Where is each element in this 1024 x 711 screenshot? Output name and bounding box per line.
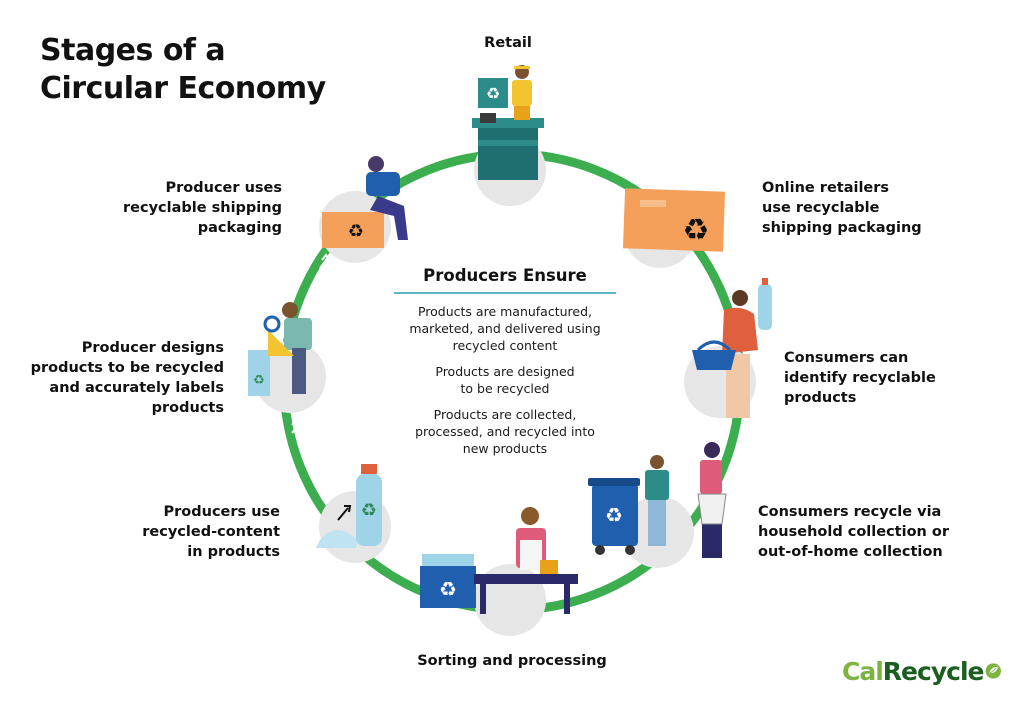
stage-label-online-retailers: Online retailers use recyclable shipping… bbox=[762, 178, 962, 238]
title-line-1: Stages of a bbox=[40, 33, 226, 68]
center-item-line: marketed, and delivered using bbox=[409, 321, 601, 336]
svg-text:♻: ♻ bbox=[486, 84, 500, 103]
stage-label-line: household collection or bbox=[758, 524, 950, 540]
stage-label-line: in products bbox=[187, 544, 280, 560]
center-item-line: Products are collected, bbox=[433, 407, 577, 422]
stage-label-line: Consumers can bbox=[784, 350, 909, 366]
center-item-line: to be recycled bbox=[460, 381, 550, 396]
stage-label-consumers-recycle: Consumers recycle via household collecti… bbox=[758, 502, 988, 562]
recycled-bottle-icon: ♻ bbox=[316, 464, 391, 563]
conveyor-sorting-icon: ♻ bbox=[420, 507, 578, 636]
stage-label-sorting: Sorting and processing bbox=[402, 651, 622, 671]
stage-label-line: packaging bbox=[197, 220, 282, 236]
center-item-line: Products are manufactured, bbox=[417, 304, 593, 319]
stage-label-line: Producers use bbox=[163, 504, 281, 520]
center-item-line: recycled content bbox=[452, 338, 558, 353]
page-title: Stages of a Circular Economy bbox=[40, 32, 370, 108]
logo-text-cal: Cal bbox=[842, 656, 884, 686]
calrecycle-logo: CalRecycle bbox=[842, 650, 1002, 692]
stage-label-consumers-identify: Consumers can identify recyclable produc… bbox=[784, 348, 984, 408]
producers-ensure-item: Products are designed to be recycled bbox=[380, 363, 630, 397]
stage-label-line: products to be recycled bbox=[30, 360, 224, 376]
arrow-bottom-left bbox=[396, 555, 410, 568]
stage-label-line: use recyclable bbox=[762, 200, 880, 216]
stage-label-line: Producer uses bbox=[165, 180, 283, 196]
stage-label-line: recycled-content bbox=[142, 524, 280, 540]
stage-label-line: shipping packaging bbox=[762, 220, 922, 236]
producers-ensure-title: Producers Ensure bbox=[394, 266, 616, 294]
logo-text: CalRecycle bbox=[842, 656, 985, 686]
retail-checkout-icon: ♻ bbox=[472, 65, 546, 206]
svg-text:♻: ♻ bbox=[253, 373, 265, 388]
recycling-bin-icon: ♻ bbox=[588, 442, 727, 568]
stage-label-line: Consumers recycle via bbox=[758, 504, 942, 520]
stage-label-line: Producer designs bbox=[81, 340, 224, 356]
svg-text:♻: ♻ bbox=[683, 213, 710, 248]
logo-text-recycle: Recycle bbox=[882, 656, 985, 686]
stage-label-line: products bbox=[151, 400, 224, 416]
stage-label-line: Retail bbox=[484, 35, 532, 51]
stage-label-line: Online retailers bbox=[762, 180, 890, 196]
center-item-line: processed, and recycled into bbox=[415, 424, 595, 439]
svg-text:♻: ♻ bbox=[348, 221, 364, 242]
producers-ensure-item: Products are collected, processed, and r… bbox=[380, 406, 630, 457]
cycle-arrows bbox=[291, 194, 720, 568]
arrow-left bbox=[291, 418, 301, 434]
arrow-top-right bbox=[611, 194, 625, 206]
svg-text:♻: ♻ bbox=[605, 503, 623, 527]
consumer-bottle-icon bbox=[684, 278, 772, 418]
producer-packing-icon: ♻ bbox=[319, 156, 408, 263]
stage-label-designs: Producer designs products to be recycled… bbox=[20, 338, 224, 418]
svg-text:♻: ♻ bbox=[361, 500, 377, 521]
stage-label-line: and accurately labels bbox=[49, 380, 224, 396]
stage-label-retail: Retail bbox=[468, 33, 548, 53]
svg-text:♻: ♻ bbox=[439, 577, 457, 601]
stage-label-recycled-content: Producers use recycled-content in produc… bbox=[100, 502, 280, 562]
stage-label-line: Sorting and processing bbox=[417, 653, 607, 669]
center-item-line: new products bbox=[462, 441, 548, 456]
stage-label-line: out-of-home collection bbox=[758, 544, 943, 560]
producers-ensure-item: Products are manufactured, marketed, and… bbox=[380, 303, 630, 354]
stage-label-line: products bbox=[784, 390, 857, 406]
title-line-2: Circular Economy bbox=[40, 71, 326, 106]
leaf-icon bbox=[986, 663, 1002, 679]
stage-label-line: identify recyclable bbox=[784, 370, 936, 386]
center-item-line: Products are designed bbox=[435, 364, 575, 379]
stage-label-line: recyclable shipping bbox=[123, 200, 282, 216]
designer-icon: ♻ bbox=[248, 302, 326, 413]
stage-label-producer-shipping: Producer uses recyclable shipping packag… bbox=[100, 178, 282, 238]
arrow-top-left bbox=[319, 253, 331, 269]
shipping-box-icon: ♻ bbox=[622, 188, 726, 268]
producers-ensure-panel: Producers Ensure Products are manufactur… bbox=[380, 266, 630, 466]
